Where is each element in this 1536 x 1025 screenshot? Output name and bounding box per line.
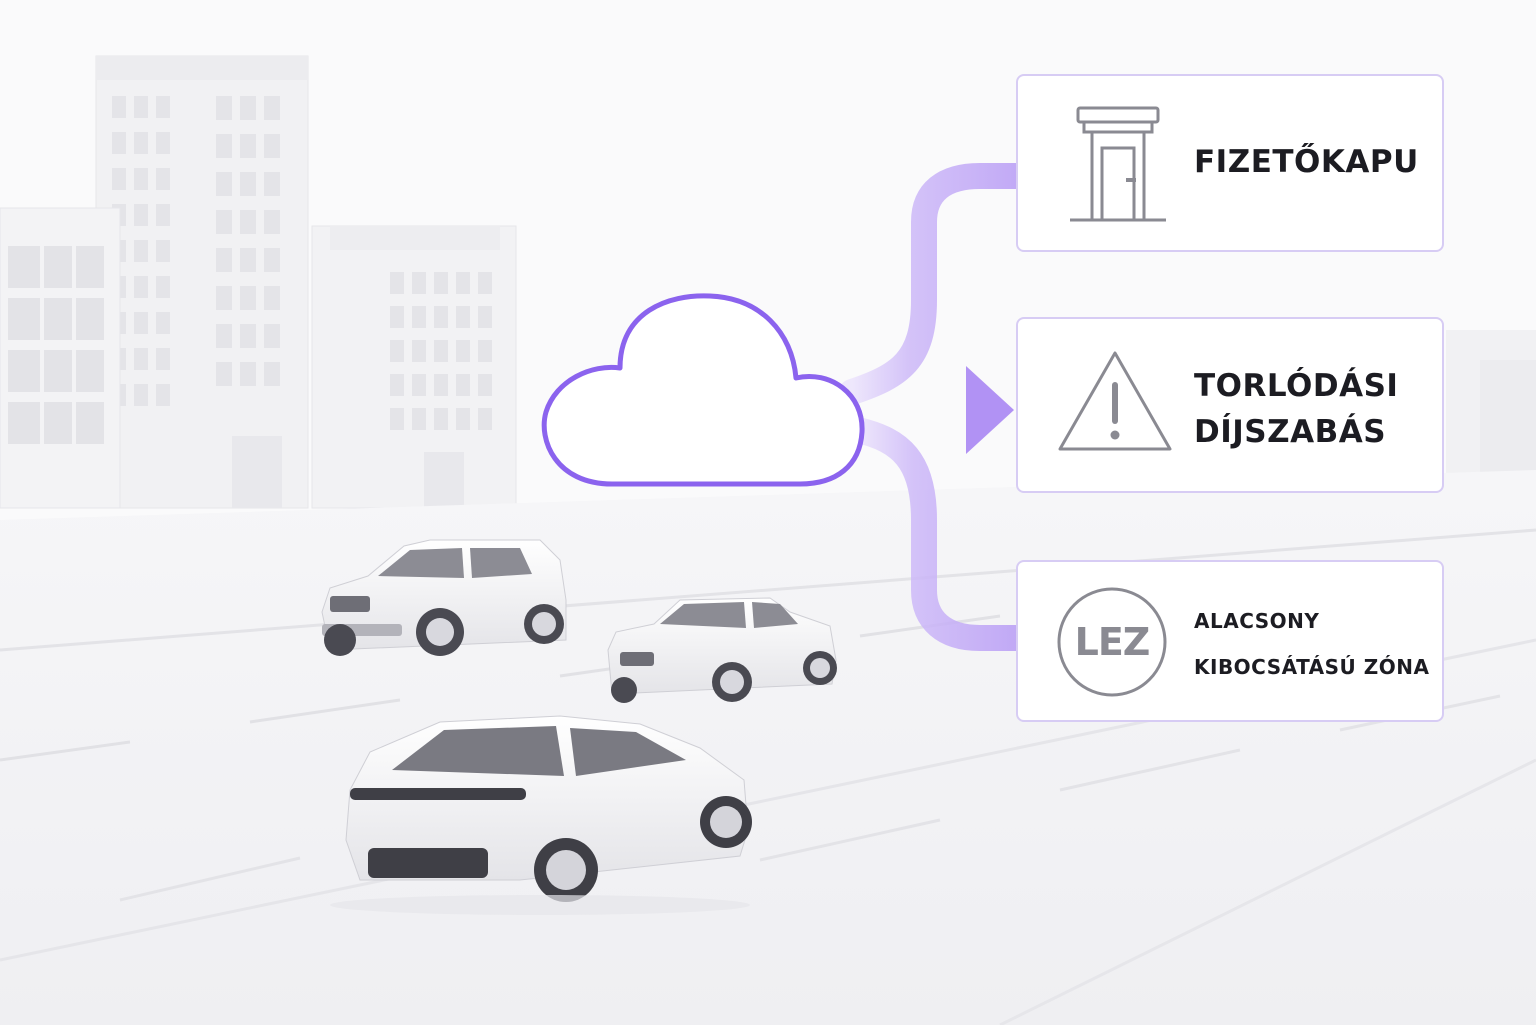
road [0, 470, 1536, 1025]
congestion-label-line1: TORLÓDÁSI [1194, 368, 1399, 404]
card-congestion: TORLÓDÁSI DÍJSZABÁS [1016, 317, 1444, 493]
warning-triangle-icon [1058, 351, 1172, 451]
electric-car [330, 715, 752, 915]
lez-badge-text: LEZ [1074, 620, 1151, 664]
city-buildings [0, 55, 1536, 509]
arrow-right-icon [966, 366, 1014, 454]
card-tollgate: FIZETŐKAPU [1016, 74, 1444, 252]
congestion-label-line2: DÍJSZABÁS [1194, 414, 1387, 450]
lez-circle-icon: LEZ [1056, 586, 1168, 698]
lez-label-line1: ALACSONY [1194, 609, 1320, 633]
card-lez: LEZ ALACSONY KIBOCSÁTÁSÚ ZÓNA [1016, 560, 1444, 722]
cloud-icon [541, 293, 865, 487]
flow-connectors [839, 163, 1029, 651]
sedan-car [607, 597, 837, 703]
tollgate-label: FIZETŐKAPU [1194, 144, 1419, 180]
suv-car [321, 539, 567, 656]
tollbooth-icon [1070, 106, 1166, 222]
lez-label-line2: KIBOCSÁTÁSÚ ZÓNA [1194, 655, 1430, 679]
